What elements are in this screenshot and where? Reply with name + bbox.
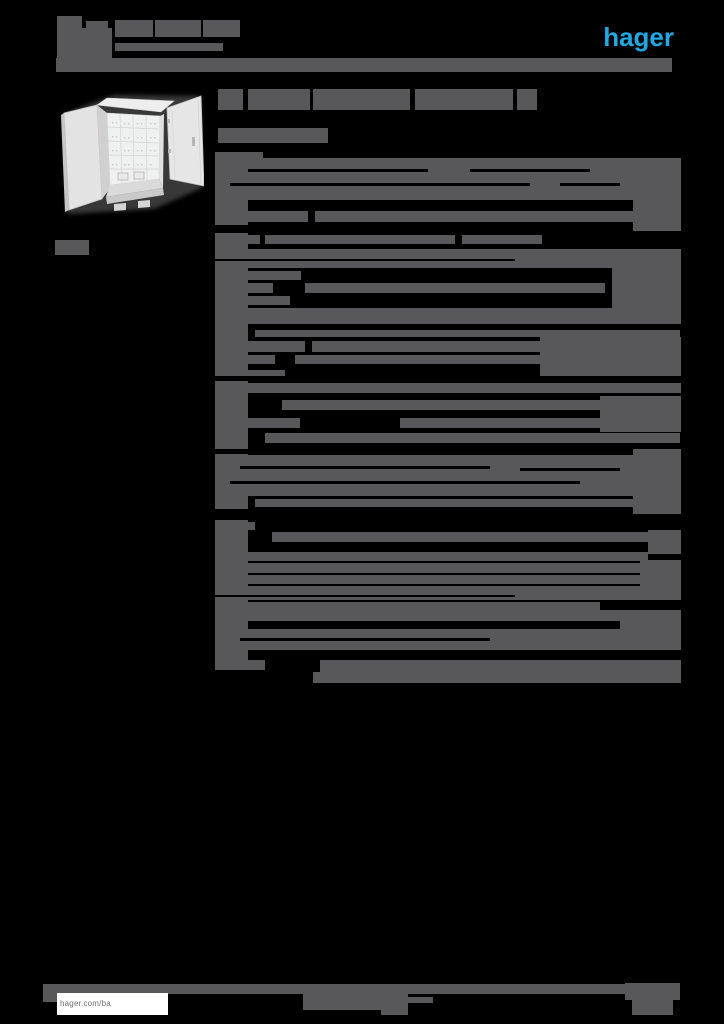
redacted-text-block [648,660,681,683]
redacted-text-block [56,58,672,72]
redacted-text-block [540,337,681,376]
redacted-text-block [215,610,681,621]
redaction-gap [230,183,530,186]
redaction-gap [520,468,620,471]
redacted-text-block [115,43,223,51]
redacted-text-block [215,296,290,305]
hager-logo: hager [603,22,674,52]
redacted-text-block [517,89,537,110]
redacted-text-block [315,211,633,222]
redacted-text-block [633,449,681,514]
redaction-gap [248,169,428,172]
redacted-text-block [312,341,542,352]
redacted-text-block [305,283,605,293]
redacted-text-block [620,610,681,650]
redacted-text-block [215,552,648,561]
redacted-text-block [265,235,455,244]
redacted-text-block [215,383,681,393]
din-rail-dots [112,122,156,166]
redaction-gap [215,259,515,261]
footer-url-text[interactable]: hager.com/ba [60,999,111,1008]
redacted-text-block [55,240,89,255]
redacted-text-block [408,997,433,1003]
redaction-gap [560,183,620,186]
redacted-text-block [313,672,648,683]
redacted-text-block [248,89,310,110]
redacted-text-block [57,16,82,28]
redacted-text-block [303,992,381,1010]
redaction-gap [215,595,515,597]
redacted-text-block [320,660,681,672]
redacted-text-block [155,20,201,37]
redacted-text-block [203,20,240,37]
redacted-text-block [381,985,408,1015]
redaction-gap [240,638,490,641]
redacted-text-block [265,433,680,443]
redacted-text-block [215,575,655,584]
redacted-text-block [43,984,680,994]
redacted-text-block [57,28,112,59]
footer-url-box: hager.com/ba [57,993,168,1015]
redacted-text-block [255,499,633,507]
redacted-text-block [255,330,680,337]
redacted-text-block [648,530,681,554]
redacted-text-block [612,268,681,308]
redacted-text-block [215,418,300,428]
redacted-text-block [633,158,681,231]
redacted-text-block [215,249,681,268]
redacted-text-block [43,984,59,1002]
redacted-text-block [415,89,513,110]
redaction-gap [240,466,490,469]
redacted-text-block [215,563,681,573]
redacted-text-block [215,211,308,222]
redacted-text-block [272,532,680,542]
redacted-text-block [238,308,681,324]
redacted-text-block [313,89,410,110]
redacted-text-block [215,158,681,200]
redacted-text-block [215,381,248,449]
back-panel-grid [107,113,160,184]
redacted-text-block [282,400,600,410]
redacted-text-block [215,233,248,375]
product-image [61,95,204,214]
redacted-text-block [215,602,600,610]
redacted-text-block [115,20,153,37]
redacted-text-block [215,586,681,600]
redacted-text-block [218,128,328,143]
redacted-text-block [625,983,680,1000]
redacted-text-block [215,341,305,352]
redacted-text-block [215,271,301,280]
redacted-text-block [215,152,248,225]
redacted-text-block [86,21,108,29]
redacted-text-block [400,418,655,428]
redaction-gap [470,169,590,172]
redacted-text-block [462,235,542,244]
redacted-text-block [215,370,285,376]
redaction-gap [230,481,580,484]
redacted-text-block [295,355,542,364]
redacted-text-block [218,89,243,110]
redacted-text-block [632,1000,673,1015]
redacted-text-block [215,455,681,496]
